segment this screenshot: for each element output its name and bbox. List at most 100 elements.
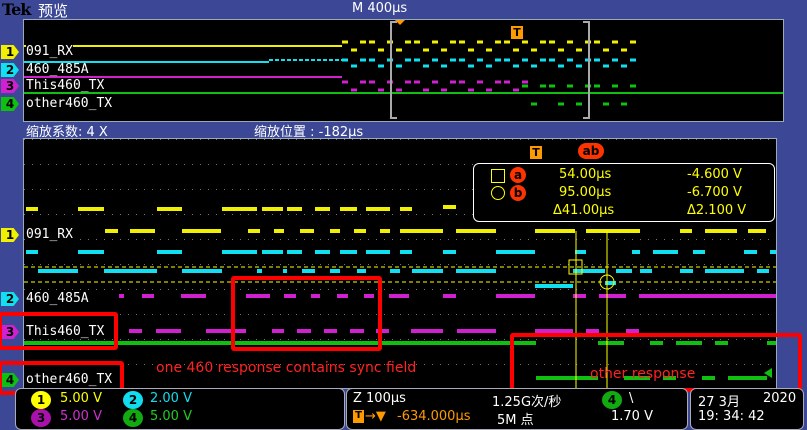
grid-dot: [656, 339, 657, 340]
grid-dot: [336, 289, 337, 290]
grid-dot: [416, 164, 417, 165]
grid-dot: [560, 314, 561, 315]
grid-dot: [408, 339, 409, 340]
grid-dot: [544, 364, 545, 365]
grid-dot: [320, 364, 321, 365]
grid-dot: [736, 264, 737, 265]
grid-dot: [240, 314, 241, 315]
grid-dot: [32, 289, 33, 290]
grid-dot: [120, 314, 121, 315]
grid-dot: [200, 339, 201, 340]
grid-dot: [752, 139, 753, 140]
grid-dot: [152, 189, 153, 190]
grid-dot: [104, 139, 105, 140]
grid-dot: [536, 364, 537, 365]
grid-dot: [592, 339, 593, 340]
grid-dot: [192, 289, 193, 290]
grid-dot: [712, 239, 713, 240]
grid-dot: [488, 264, 489, 265]
zoom-window-bracket: [390, 21, 590, 119]
grid-dot: [528, 314, 529, 315]
overview-window[interactable]: [23, 19, 784, 122]
grid-dot: [488, 139, 489, 140]
ch1-marker[interactable]: 1: [1, 45, 19, 59]
grid-dot: [440, 239, 441, 240]
grid-dot: [48, 339, 49, 340]
grid-dot: [456, 339, 457, 340]
grid-dot: [112, 164, 113, 165]
grid-dot: [472, 289, 473, 290]
grid-dot: [664, 239, 665, 240]
grid-dot: [568, 314, 569, 315]
ch3-scale-icon: 3: [31, 409, 51, 427]
ch4-marker[interactable]: 4: [1, 97, 19, 111]
ch3-marker-zoom[interactable]: 3: [1, 325, 19, 339]
grid-dot: [280, 264, 281, 265]
grid-dot: [504, 364, 505, 365]
grid-dot: [360, 189, 361, 190]
ch4-marker-zoom[interactable]: 4: [1, 373, 19, 387]
grid-dot: [312, 239, 313, 240]
grid-dot: [160, 239, 161, 240]
ch1-marker-zoom[interactable]: 1: [1, 228, 19, 242]
grid-dot: [440, 339, 441, 340]
grid-dot: [392, 289, 393, 290]
label-ch4: other460_TX: [26, 372, 113, 387]
cursor-ab-marker[interactable]: ab: [578, 143, 604, 159]
grid-dot: [200, 364, 201, 365]
grid-dot: [232, 189, 233, 190]
grid-dot: [416, 189, 417, 190]
scale-panel[interactable]: 1 5.00 V 2 2.00 V 3 5.00 V 4 5.00 V: [15, 388, 345, 430]
grid-dot: [424, 364, 425, 365]
grid-dot: [344, 364, 345, 365]
grid-dot: [192, 214, 193, 215]
grid-dot: [368, 264, 369, 265]
grid-dot: [144, 314, 145, 315]
trigger-slope-icon: \: [629, 391, 634, 406]
grid-dot: [560, 239, 561, 240]
acquisition-panel[interactable]: Z 100µs 1.25G次/秒 T →▼ -634.000µs 5M 点 4 …: [346, 388, 688, 430]
grid-dot: [424, 214, 425, 215]
grid-dot: [264, 364, 265, 365]
grid-dot: [192, 364, 193, 365]
ch2-marker-zoom[interactable]: 2: [1, 292, 19, 306]
trigger-level: 1.70 V: [611, 409, 653, 424]
grid-dot: [376, 139, 377, 140]
grid-dot: [688, 239, 689, 240]
grid-dot: [96, 339, 97, 340]
grid-dot: [664, 339, 665, 340]
grid-dot: [456, 314, 457, 315]
grid-dot: [744, 239, 745, 240]
ov-label-ch2: 460_485A: [26, 62, 89, 77]
grid-dot: [176, 189, 177, 190]
grid-dot: [432, 164, 433, 165]
view-title: 预览: [38, 2, 69, 20]
grid-dot: [424, 239, 425, 240]
grid-dot: [24, 139, 25, 140]
grid-dot: [296, 139, 297, 140]
grid-dot: [584, 289, 585, 290]
grid-dot: [408, 189, 409, 190]
grid-dot: [448, 289, 449, 290]
grid-dot: [400, 139, 401, 140]
ch2-marker[interactable]: 2: [1, 63, 19, 77]
zoom-time: Z 100µs: [353, 391, 406, 406]
ch3-marker[interactable]: 3: [1, 79, 19, 93]
grid-dot: [680, 289, 681, 290]
grid-dot: [352, 214, 353, 215]
grid-dot: [64, 164, 65, 165]
grid-dot: [176, 364, 177, 365]
grid-dot: [48, 214, 49, 215]
grid-dot: [488, 239, 489, 240]
grid-dot: [56, 264, 57, 265]
zoom-position: 缩放位置 : -182µs: [254, 125, 364, 140]
grid-dot: [656, 364, 657, 365]
sync-field-highlight: [231, 276, 382, 351]
grid-dot: [152, 239, 153, 240]
grid-dot: [504, 239, 505, 240]
grid-dot: [200, 264, 201, 265]
grid-dot: [24, 239, 25, 240]
grid-dot: [696, 314, 697, 315]
grid-dot: [464, 264, 465, 265]
trigger-marker: T: [530, 146, 542, 159]
